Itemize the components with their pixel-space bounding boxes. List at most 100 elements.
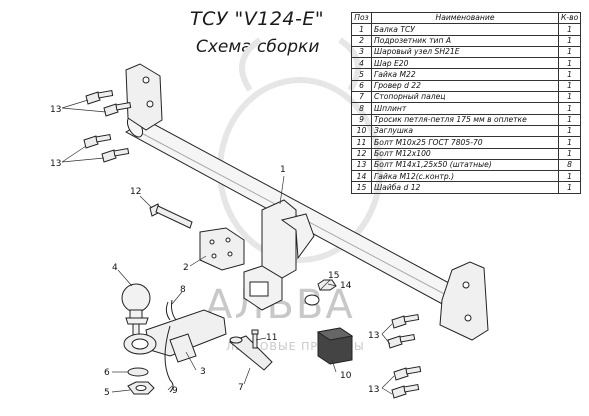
callout-10: 10 xyxy=(340,371,352,381)
cell-qty: 1 xyxy=(558,102,581,115)
cotter-pin xyxy=(165,299,177,321)
safety-cable xyxy=(164,325,174,393)
cell-qty: 8 xyxy=(558,158,581,172)
cell-qty: 1 xyxy=(558,136,581,149)
callout-11: 11 xyxy=(266,333,277,343)
cell-qty: 1 xyxy=(558,23,581,36)
nut-m22 xyxy=(127,381,155,395)
locking-pin xyxy=(229,335,273,371)
cell-pos: 10 xyxy=(351,124,372,138)
cell-qty: 1 xyxy=(558,113,581,126)
cell-pos: 6 xyxy=(351,79,372,93)
callout-13-a: 13 xyxy=(50,105,61,115)
cell-pos: 15 xyxy=(351,181,372,194)
cell-name: Шар Е20 xyxy=(371,57,559,70)
cell-qty: 1 xyxy=(558,79,581,93)
cell-pos: 5 xyxy=(351,68,372,81)
callout-3: 3 xyxy=(200,367,206,377)
lock-washer xyxy=(127,367,149,377)
cell-name: Болт М14х1,25х50 (штатные) xyxy=(371,158,559,172)
callout-2: 2 xyxy=(183,263,189,273)
cell-qty: 1 xyxy=(558,34,581,47)
cell-name: Болт М10х25 ГОСТ 7805-70 xyxy=(371,136,559,149)
leader-lines xyxy=(61,99,395,395)
callout-5: 5 xyxy=(104,388,110,398)
cell-name: Гайка М12(с.контр.) xyxy=(371,170,559,183)
subtitle: Схема сборки xyxy=(196,37,320,57)
cell-name: Балка ТСУ xyxy=(371,23,559,36)
cell-pos: 12 xyxy=(351,147,372,160)
callout-15: 15 xyxy=(328,271,339,281)
cell-pos: 9 xyxy=(351,113,372,126)
left-bracket xyxy=(125,63,163,131)
cell-qty: 1 xyxy=(558,91,581,104)
cell-qty: 1 xyxy=(558,45,581,59)
bolt-m12x100 xyxy=(149,203,193,229)
cell-qty: 1 xyxy=(558,170,581,183)
cell-pos: 8 xyxy=(351,102,372,115)
cell-name: Шайба d 12 xyxy=(371,181,559,194)
cell-name: Шаровый узел SH21E xyxy=(371,45,559,59)
callout-13-d: 13 xyxy=(368,385,379,395)
receiver xyxy=(243,199,315,311)
parts-table-header: Поз Наименование К-во xyxy=(351,11,581,25)
cell-pos: 2 xyxy=(351,34,372,47)
cell-pos: 13 xyxy=(351,158,372,172)
callout-12: 12 xyxy=(130,187,141,197)
plug-cap xyxy=(316,327,354,365)
callout-4: 4 xyxy=(112,263,118,273)
cell-name: Подрозетник тип А xyxy=(371,34,559,47)
cell-name: Стопорный палец xyxy=(371,91,559,104)
header-pos: Поз xyxy=(351,11,372,25)
header-name: Наименование xyxy=(371,11,559,25)
cell-name: Шплинт xyxy=(371,102,559,115)
callout-1: 1 xyxy=(280,165,286,175)
cell-qty: 1 xyxy=(558,68,581,81)
cell-qty: 1 xyxy=(558,124,581,138)
bolt-m10x25 xyxy=(251,329,259,349)
cell-pos: 4 xyxy=(351,57,372,70)
tow-ball xyxy=(121,283,151,339)
callout-8: 8 xyxy=(180,285,186,295)
socket-plate xyxy=(199,227,245,271)
title: ТСУ "V124-E" xyxy=(190,8,325,30)
cell-pos: 11 xyxy=(351,136,372,149)
cell-name: Гайка М22 xyxy=(371,68,559,81)
washer-d12 xyxy=(304,294,320,306)
bolts-m14 xyxy=(83,89,422,399)
callout-6: 6 xyxy=(104,368,110,378)
cell-pos: 7 xyxy=(351,91,372,104)
callout-13-c: 13 xyxy=(368,331,379,341)
cell-qty: 1 xyxy=(558,181,581,194)
callout-9: 9 xyxy=(172,386,178,396)
cell-qty: 1 xyxy=(558,57,581,70)
header-qty: К-во xyxy=(558,11,581,25)
cell-name: Гровер d 22 xyxy=(371,79,559,93)
cell-qty: 1 xyxy=(558,147,581,160)
callout-7: 7 xyxy=(238,383,244,393)
cell-name: Заглушка xyxy=(371,124,559,138)
cell-pos: 1 xyxy=(351,23,372,36)
cell-name: Тросик петля-петля 175 мм в оплетке xyxy=(371,113,559,126)
cell-pos: 3 xyxy=(351,45,372,59)
callout-13-b: 13 xyxy=(50,159,61,169)
cell-name: Болт М12х100 xyxy=(371,147,559,160)
right-bracket xyxy=(439,261,489,341)
cell-pos: 14 xyxy=(351,170,372,183)
